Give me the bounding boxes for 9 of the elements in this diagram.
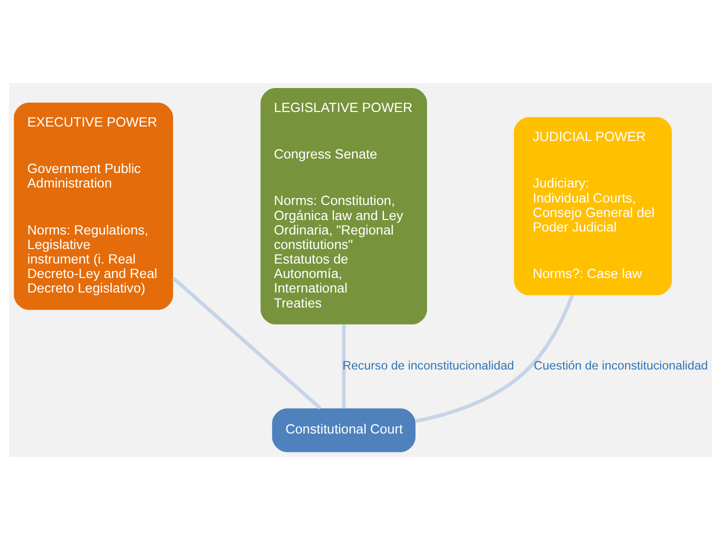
- connector: [341, 324, 346, 408]
- connector: [172, 276, 321, 410]
- node-box: EXECUTIVE POWER Government Public Administration Norms: Regulations, Legislative instrument (i. Real Decreto-Ley and Real Decreto Legislativo): [13, 102, 173, 310]
- connector: [414, 294, 574, 423]
- node-box: JUDICIAL POWER Judiciary: Individual Courts, Consejo General del Poder Judicial Norms?: Case law: [513, 117, 672, 296]
- edge-label: Cuestión de inconstitucionalidad: [533, 358, 708, 373]
- edge-label: Recurso de inconstitucionalidad: [342, 358, 514, 373]
- node-box: LEGISLATIVE POWER Congress Senate Norms: Constitution, Orgánica law and Ley Ordinaria, "Regional constitutions" Estatutos de Autonomía, International Treaties: [260, 88, 427, 324]
- node-box: Constitutional Court: [272, 408, 415, 452]
